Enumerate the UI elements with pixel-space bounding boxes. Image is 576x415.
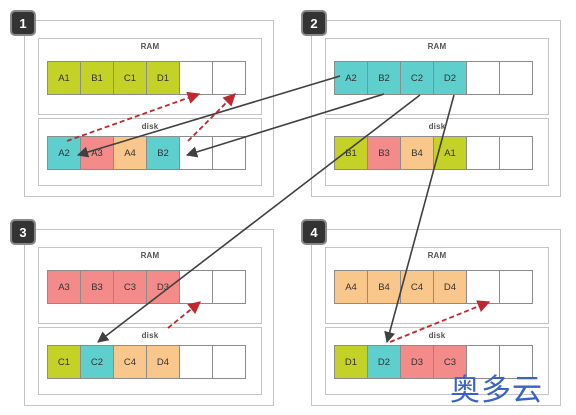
ram-cell-c1: C1 xyxy=(113,61,147,95)
disk-cell-a2: A2 xyxy=(47,136,81,170)
ram-cell-c4: C4 xyxy=(400,270,434,304)
disk-cell-b3: B3 xyxy=(367,136,401,170)
disk-cell-a3: A3 xyxy=(80,136,114,170)
watermark-logo: 奥多云 xyxy=(450,373,543,408)
disk-cell-empty xyxy=(499,345,533,379)
disk-cell-a1: A1 xyxy=(433,136,467,170)
ram-label: RAM xyxy=(140,251,160,260)
ram-cell-a2: A2 xyxy=(334,61,368,95)
disk-cell-c4: C4 xyxy=(113,345,147,379)
ram-label: RAM xyxy=(427,42,447,51)
disk-label: disk xyxy=(428,122,446,131)
disk-cell-b2: B2 xyxy=(146,136,180,170)
ram-cell-empty xyxy=(466,61,500,95)
disk-cell-d4: D4 xyxy=(146,345,180,379)
panel-number-badge: 1 xyxy=(10,10,36,36)
ram-label: RAM xyxy=(140,42,160,51)
ram-cell-empty xyxy=(212,270,246,304)
disk-cell-a4: A4 xyxy=(113,136,147,170)
disk-cell-empty xyxy=(466,345,500,379)
ram-cell-c3: C3 xyxy=(113,270,147,304)
ram-cell-b3: B3 xyxy=(80,270,114,304)
ram-cell-a4: A4 xyxy=(334,270,368,304)
ram-cell-empty xyxy=(179,270,213,304)
ram-label: RAM xyxy=(427,251,447,260)
disk-cell-b1: B1 xyxy=(334,136,368,170)
disk-label: disk xyxy=(141,122,159,131)
disk-cell-empty xyxy=(212,345,246,379)
ram-cell-empty xyxy=(212,61,246,95)
ram-cell-empty xyxy=(499,61,533,95)
ram-cell-c2: C2 xyxy=(400,61,434,95)
disk-cell-empty xyxy=(212,136,246,170)
ram-cell-d2: D2 xyxy=(433,61,467,95)
disk-cell-d1: D1 xyxy=(334,345,368,379)
disk-cell-c3: C3 xyxy=(433,345,467,379)
ram-cell-d4: D4 xyxy=(433,270,467,304)
ram-cell-b2: B2 xyxy=(367,61,401,95)
disk-cell-b4: B4 xyxy=(400,136,434,170)
ram-cell-empty xyxy=(499,270,533,304)
panel-number-badge: 2 xyxy=(301,10,327,36)
ram-cell-empty xyxy=(179,61,213,95)
panel-number-badge: 3 xyxy=(10,219,36,245)
disk-label: disk xyxy=(428,331,446,340)
ram-cell-d3: D3 xyxy=(146,270,180,304)
ram-cell-a1: A1 xyxy=(47,61,81,95)
ram-cell-d1: D1 xyxy=(146,61,180,95)
panel-number-badge: 4 xyxy=(301,219,327,245)
disk-cell-c1: C1 xyxy=(47,345,81,379)
disk-cell-c2: C2 xyxy=(80,345,114,379)
ram-cell-b1: B1 xyxy=(80,61,114,95)
disk-cell-empty xyxy=(466,136,500,170)
ram-cell-a3: A3 xyxy=(47,270,81,304)
disk-cell-d3: D3 xyxy=(400,345,434,379)
disk-cell-empty xyxy=(179,345,213,379)
disk-label: disk xyxy=(141,331,159,340)
ram-cell-b4: B4 xyxy=(367,270,401,304)
disk-cell-empty xyxy=(499,136,533,170)
disk-cell-d2: D2 xyxy=(367,345,401,379)
disk-cell-empty xyxy=(179,136,213,170)
ram-cell-empty xyxy=(466,270,500,304)
